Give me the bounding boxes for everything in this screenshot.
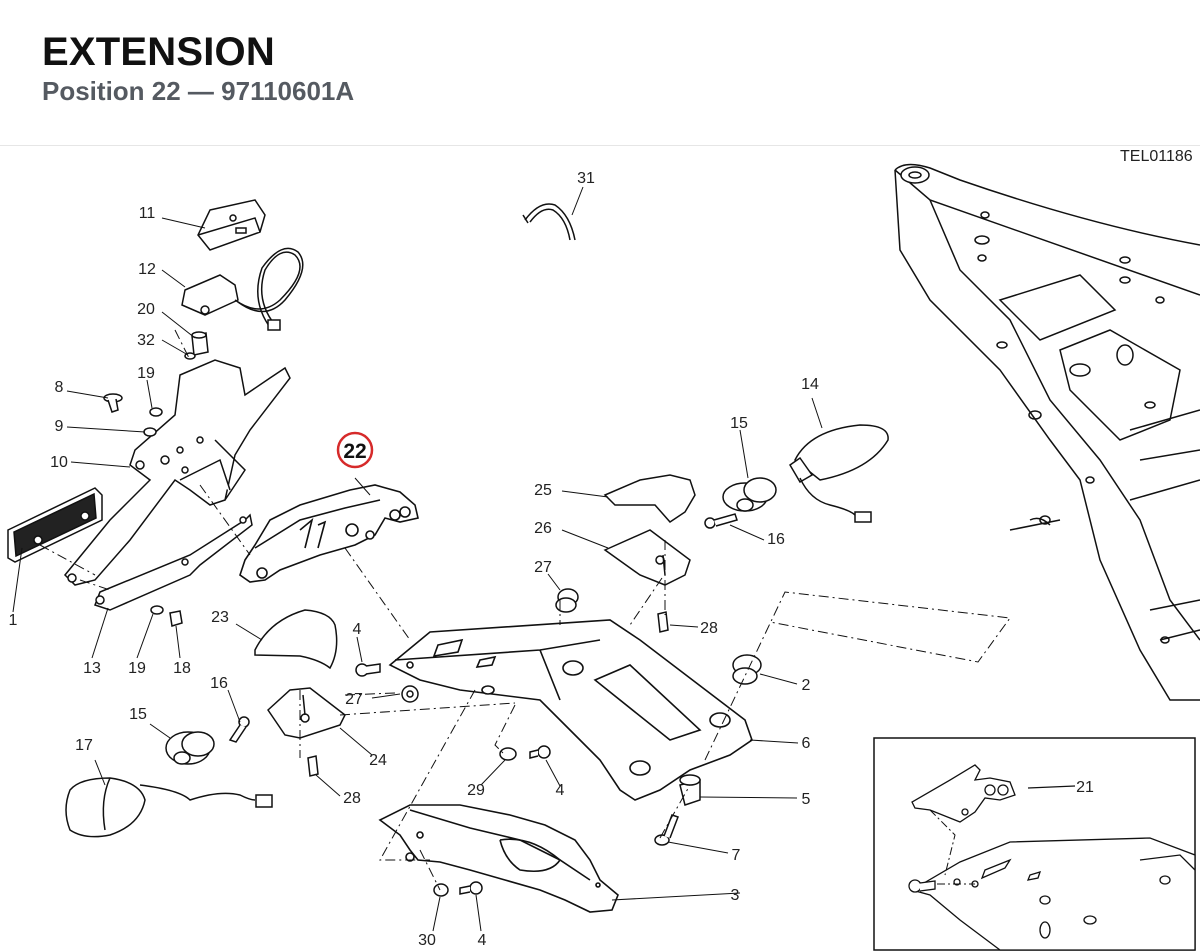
highlight-ring — [336, 431, 374, 469]
washer-part-19-bottom — [150, 605, 164, 615]
header-divider — [0, 145, 1200, 146]
callout-26[interactable]: 26 — [534, 520, 552, 537]
callout-4-bottom[interactable]: 4 — [478, 932, 487, 949]
license-light-part — [181, 247, 304, 331]
reflector-part — [7, 487, 103, 563]
exploded-parts-diagram: TEL01186 — [7, 148, 1200, 951]
spacer-part-27-right — [555, 588, 579, 613]
screw-part-28-left — [307, 755, 319, 777]
screw-part-7 — [654, 814, 679, 846]
callout-28-right[interactable]: 28 — [700, 620, 718, 637]
callout-4-top[interactable]: 4 — [353, 621, 362, 638]
inset-callout-21[interactable]: 21 — [1076, 779, 1094, 796]
callout-12[interactable]: 12 — [138, 261, 156, 278]
rubber-part-15-left — [165, 731, 215, 765]
callout-17[interactable]: 17 — [75, 737, 93, 754]
callout-10[interactable]: 10 — [50, 454, 68, 471]
callout-30[interactable]: 30 — [418, 932, 436, 949]
cable-clip-part-31 — [522, 203, 576, 241]
callout-19-top[interactable]: 19 — [137, 365, 155, 382]
bracket-part-24 — [267, 687, 346, 739]
bracket-part-13 — [94, 513, 253, 611]
detail-inset: 21 — [873, 737, 1196, 951]
callout-28-left-lower[interactable]: 28 — [343, 790, 361, 807]
bolt-part-4-top — [355, 663, 381, 677]
callout-16-left[interactable]: 16 — [210, 675, 228, 692]
callout-32[interactable]: 32 — [137, 332, 155, 349]
bolt-part-4-bottom — [459, 881, 483, 895]
callout-leader-lines — [12, 186, 823, 932]
callout-29[interactable]: 29 — [467, 782, 485, 799]
indicator-part-14 — [789, 424, 889, 523]
callout-5[interactable]: 5 — [802, 791, 811, 808]
drawing-code: TEL01186 — [1120, 148, 1193, 165]
rubber-part-2 — [732, 654, 762, 685]
assembly-guide-lines — [39, 329, 1011, 891]
bolt-part-16-left — [228, 716, 250, 743]
callout-20[interactable]: 20 — [137, 301, 155, 318]
page-header: EXTENSION Position 22 — 97110601A — [0, 0, 1200, 145]
callout-6[interactable]: 6 — [802, 735, 811, 752]
license-light-cover-part — [197, 199, 266, 251]
callout-3[interactable]: 3 — [731, 887, 740, 904]
cover-part-25 — [603, 474, 696, 523]
plate-part-6 — [388, 619, 753, 801]
callout-24[interactable]: 24 — [369, 752, 387, 769]
callout-25[interactable]: 25 — [534, 482, 552, 499]
bolt-part-4-mid — [529, 745, 551, 759]
screw-part-28-right — [657, 611, 669, 633]
callout-2[interactable]: 2 — [802, 677, 811, 694]
rear-frame-part — [894, 163, 1200, 701]
rubber-part-15-right — [722, 477, 777, 512]
callout-11[interactable]: 11 — [139, 205, 156, 222]
indicator-part-17 — [65, 777, 273, 838]
bolt-part-16-right — [704, 513, 738, 529]
bracket-part-26 — [603, 529, 691, 586]
callout-4-mid[interactable]: 4 — [556, 782, 565, 799]
callout-14[interactable]: 14 — [801, 376, 819, 393]
nut-part-18 — [169, 610, 183, 627]
callout-8[interactable]: 8 — [55, 379, 64, 396]
screw-part-8 — [103, 393, 123, 413]
nut-part-9 — [143, 427, 157, 437]
callout-15-right[interactable]: 15 — [730, 415, 748, 432]
callout-27-left[interactable]: 27 — [345, 691, 363, 708]
callout-23[interactable]: 23 — [211, 609, 229, 626]
washer-part-29 — [499, 747, 517, 761]
washer-part-19-top — [149, 407, 163, 417]
callout-18[interactable]: 18 — [173, 660, 191, 677]
callout-16-right[interactable]: 16 — [767, 531, 785, 548]
spacer-part-27-left — [401, 685, 419, 703]
callout-27-right[interactable]: 27 — [534, 559, 552, 576]
page-title: EXTENSION — [42, 30, 275, 74]
extension-part-22 — [239, 484, 419, 583]
callout-1[interactable]: 1 — [9, 612, 18, 629]
callout-31[interactable]: 31 — [577, 170, 595, 187]
callout-7[interactable]: 7 — [732, 847, 741, 864]
washer-part-30 — [433, 883, 449, 897]
grommet-part-20 — [191, 331, 209, 356]
lower-cover-part-3 — [378, 804, 619, 913]
cover-part-23 — [254, 609, 338, 670]
callout-13[interactable]: 13 — [83, 660, 101, 677]
callout-22[interactable]: 22 — [343, 440, 366, 463]
callout-9[interactable]: 9 — [55, 418, 64, 435]
callout-19-bottom[interactable]: 19 — [128, 660, 146, 677]
license-plate-holder-part — [63, 359, 291, 586]
bushing-part-5 — [679, 774, 701, 806]
page-subtitle: Position 22 — 97110601A — [42, 76, 355, 106]
callout-labels: 1 2 3 4 4 4 5 6 7 8 9 10 11 12 13 14 15 … — [9, 170, 819, 949]
callout-15-left[interactable]: 15 — [129, 706, 147, 723]
